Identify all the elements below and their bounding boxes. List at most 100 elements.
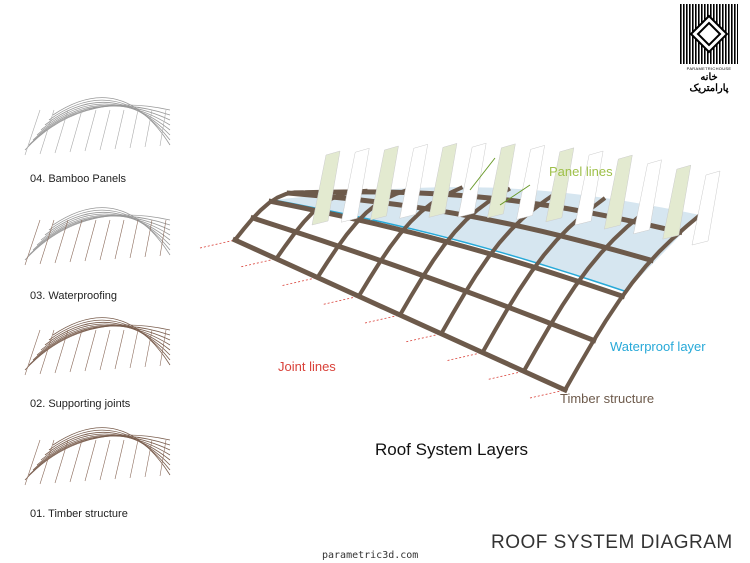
thumbnail-rib	[40, 433, 171, 461]
thumbnail-joist	[54, 219, 69, 264]
thumbnail-rib	[44, 431, 171, 466]
thumbnail-joist	[69, 439, 83, 483]
joint-line	[323, 295, 359, 305]
thumbnail-joist	[129, 109, 139, 149]
bamboo-panel	[487, 143, 516, 219]
thumbnail-joist	[144, 219, 153, 258]
thumbnail-rib	[32, 215, 171, 251]
thumbnail-rib	[28, 215, 171, 256]
bamboo-panel	[662, 164, 692, 240]
thumbnail-joist	[24, 109, 41, 156]
thumbnail-rib	[24, 214, 171, 261]
thumbnail-rib	[24, 324, 171, 371]
thumbnail-joist	[84, 329, 97, 372]
thumbnail-rib	[40, 323, 171, 351]
thumbnail-rib	[36, 324, 171, 356]
thumbnail-joist	[159, 329, 167, 367]
website-text: parametric3d.com	[322, 550, 419, 561]
thumbnail-rib	[32, 435, 171, 471]
thumbnail-joist	[99, 439, 111, 481]
thumbnail-rib	[24, 434, 171, 481]
annotation-waterproof-layer: Waterproof layer	[610, 339, 706, 354]
thumbnail-rib	[44, 211, 171, 246]
timber-rafter	[522, 204, 654, 373]
bamboo-panel	[370, 145, 399, 221]
thumbnail-rib	[28, 325, 171, 366]
joint-line	[488, 370, 524, 380]
thumbnail-joist	[99, 219, 111, 261]
thumbnail-joist	[39, 219, 55, 265]
thumbnail-rib	[48, 429, 171, 471]
thumbnail-rib	[48, 99, 171, 141]
joint-line	[406, 333, 442, 343]
bamboo-panel	[633, 159, 662, 235]
footer-title: ROOF SYSTEM DIAGRAM	[491, 532, 733, 553]
bamboo-panel	[428, 143, 458, 218]
bamboo-panel	[340, 147, 370, 223]
thumbnail-joist	[69, 219, 83, 263]
logo-mark	[680, 4, 738, 64]
joint-line	[529, 389, 566, 399]
thumbnail-rib	[52, 317, 171, 366]
thumbnail-rib	[44, 321, 171, 356]
thumbnail-joist	[54, 439, 69, 484]
joint-line	[364, 314, 401, 324]
thumbnail-joist	[69, 329, 83, 373]
thumbnail-joist	[144, 109, 153, 148]
thumbnail-joist	[114, 439, 125, 480]
thumbnail-joist	[159, 109, 167, 147]
thumbnail-rib	[36, 434, 171, 466]
joint-line	[447, 352, 483, 361]
bamboo-panel	[545, 147, 575, 223]
thumbnail-joist	[54, 109, 69, 154]
layer-label-joints: 02. Supporting joints	[30, 398, 131, 410]
thumbnail-rib	[44, 101, 171, 136]
thumbnail-joist	[84, 109, 97, 152]
thumbnail-joist	[114, 329, 125, 370]
thumbnail-rib	[36, 214, 171, 246]
panel-arrow	[469, 157, 496, 191]
bamboo-panel	[457, 142, 487, 218]
thumbnail-joist	[24, 329, 41, 376]
thumbnail-joist	[144, 439, 153, 478]
thumbnail-rib	[24, 104, 171, 151]
thumbnail-joist	[129, 439, 139, 479]
thumbnail-joist	[39, 439, 55, 485]
thumbnail-joist	[144, 329, 153, 368]
bamboo-panel	[603, 154, 633, 230]
thumbnail-rib	[52, 97, 171, 146]
thumbnail-joist	[84, 439, 97, 482]
annotation-joint-lines: Joint lines	[278, 359, 336, 374]
thumbnail-joist	[84, 219, 97, 262]
timber-rafter	[233, 190, 321, 242]
thumbnail-joist	[99, 329, 111, 371]
thumbnail-joist	[129, 219, 139, 259]
thumbnail-joist	[24, 219, 41, 266]
thumbnail-rib	[36, 104, 171, 136]
thumbnail-rib	[48, 209, 171, 251]
thumbnail-joist	[114, 109, 125, 150]
thumbnail-joist	[39, 329, 55, 375]
thumbnail-rib	[40, 103, 171, 131]
bamboo-panel	[574, 150, 604, 226]
thumbnail-joist	[69, 109, 83, 153]
diagram-title: Roof System Layers	[375, 440, 529, 459]
thumbnail-rib	[48, 319, 171, 361]
layer-label-timber: 01. Timber structure	[30, 508, 128, 520]
thumbnail-joist	[159, 439, 167, 477]
layer-label-bamboo: 04. Bamboo Panels	[30, 173, 127, 185]
bamboo-panel	[311, 150, 341, 226]
thumbnail-joist	[114, 219, 125, 260]
annotation-panel-lines: Panel lines	[549, 164, 613, 179]
joint-line	[282, 277, 318, 286]
thumbnail-rib	[52, 207, 171, 256]
thumbnail-rib	[28, 435, 171, 476]
thumbnail-joist	[99, 109, 111, 151]
thumbnail-rib	[52, 427, 171, 476]
thumbnail-rib	[32, 105, 171, 141]
thumbnail-joist	[129, 329, 139, 369]
bamboo-panel	[691, 170, 721, 246]
bamboo-panel	[516, 145, 545, 220]
